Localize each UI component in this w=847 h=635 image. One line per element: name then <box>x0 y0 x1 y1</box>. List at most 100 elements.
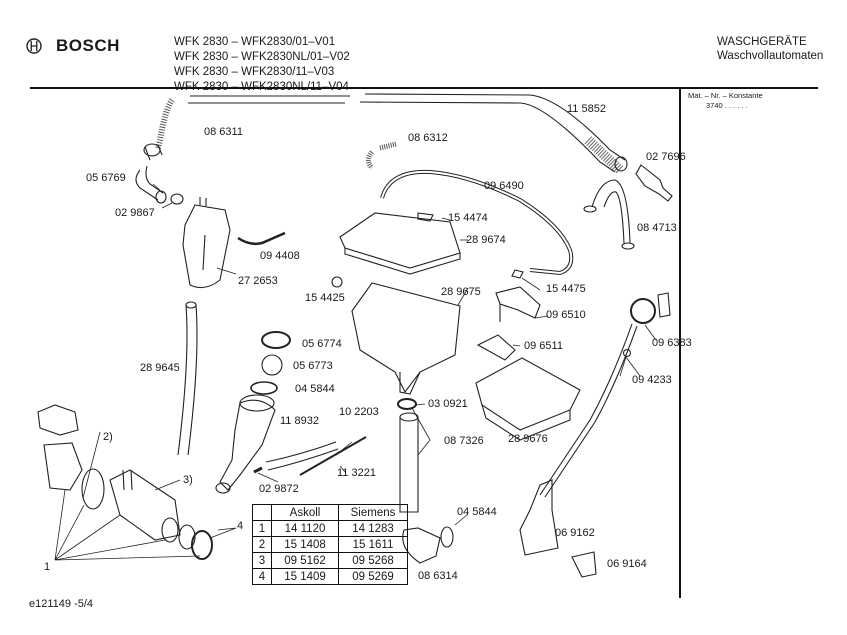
bellows <box>219 399 276 491</box>
clip <box>417 212 434 222</box>
bosch-armature-icon <box>26 38 42 54</box>
part-label: 05 6773 <box>293 360 333 372</box>
hose-holder-arch <box>591 179 631 244</box>
part-label: 08 7326 <box>444 435 484 447</box>
reference-label: 3) <box>183 474 193 486</box>
part-label: 09 6511 <box>524 340 563 352</box>
part-label: 08 6314 <box>418 570 458 582</box>
bottom-elbow <box>402 527 441 564</box>
small-sleeve <box>253 466 263 474</box>
part-label: 04 5844 <box>295 383 335 395</box>
part-label: 28 9675 <box>441 286 481 298</box>
part-label: 09 6490 <box>484 180 524 192</box>
category-subtitle: Waschvollautomaten <box>717 50 824 62</box>
pump-cover <box>37 404 79 436</box>
part-label: 10 2203 <box>339 406 379 418</box>
model-line: WFK 2830 – WFK2830/11–V03 <box>174 66 335 78</box>
cap <box>571 551 597 578</box>
leader-lines <box>54 183 657 561</box>
brand: BOSCH <box>26 36 120 56</box>
hose-clip <box>622 348 632 358</box>
part-label: 02 9872 <box>259 483 299 495</box>
table-cell: 2 <box>252 536 272 553</box>
pump-reference-table: Askoll Siemens 1 14 1120 14 1283 2 15 14… <box>252 504 408 585</box>
part-label: 06 9162 <box>555 527 595 539</box>
brand-name: BOSCH <box>56 36 120 55</box>
part-label: 02 9867 <box>115 207 155 219</box>
pump-housing <box>109 469 181 541</box>
table-cell: 14 1283 <box>338 520 408 537</box>
flap-part <box>476 334 516 361</box>
connector <box>511 269 524 279</box>
table-row: 3 09 5162 09 5268 <box>252 552 408 569</box>
table-header-row: Askoll Siemens <box>252 504 408 521</box>
seal-ring <box>170 193 184 205</box>
overflow-container <box>182 204 231 289</box>
reference-label: 4 <box>237 520 244 532</box>
pressure-switch <box>630 298 656 324</box>
ball <box>261 354 283 376</box>
part-label: 15 4475 <box>546 283 586 295</box>
bracket <box>495 286 541 322</box>
grommet <box>397 398 417 410</box>
detergent-drawer <box>475 357 581 431</box>
reference-label: 2) <box>103 431 113 443</box>
hose-end-fitting <box>143 143 163 161</box>
part-label: 09 6510 <box>546 309 586 321</box>
part-label: 04 5844 <box>457 506 497 518</box>
elbow-pipe-end <box>155 190 167 204</box>
hose-clamp <box>440 526 454 548</box>
switch-bracket <box>657 292 671 318</box>
table-row: 4 15 1409 09 5269 <box>252 568 408 585</box>
part-label: 09 6383 <box>652 337 692 349</box>
model-list: WFK 2830 – WFK2830/01–V01 WFK 2830 – WFK… <box>174 35 350 95</box>
table-row: 1 14 1120 14 1283 <box>252 520 408 537</box>
standpipe <box>399 417 419 513</box>
part-label: 09 4233 <box>632 374 672 386</box>
part-label: 05 6769 <box>86 172 126 184</box>
table-cell: 15 1611 <box>338 536 408 553</box>
filter-oring <box>161 517 179 543</box>
table-cell: 15 1408 <box>271 536 339 553</box>
part-label: 15 4474 <box>448 212 488 224</box>
material-number-label: Mat. – Nr. – Konstante <box>688 91 763 100</box>
table-header-cell <box>252 504 272 521</box>
clamp-ring <box>250 381 278 395</box>
part-label: 28 9674 <box>466 234 506 246</box>
table-row: 2 15 1408 15 1611 <box>252 536 408 553</box>
part-label: 09 4408 <box>260 250 300 262</box>
end-plug <box>635 164 673 202</box>
drawing-id: e121149 -5/4 <box>29 598 94 610</box>
part-label: 28 9645 <box>140 362 180 374</box>
drain-hose <box>155 93 628 174</box>
part-label: 11 3221 <box>337 467 376 479</box>
table-cell: 09 5162 <box>271 552 339 569</box>
pressure-hose <box>539 323 638 498</box>
dispenser-housing <box>351 282 461 394</box>
elbow-pipe <box>135 165 164 201</box>
pump-motor <box>43 442 83 491</box>
table-cell: 09 5269 <box>338 568 408 585</box>
model-line: WFK 2830 – WFK2830NL/01–V02 <box>174 51 350 63</box>
filter-cap <box>191 530 213 560</box>
part-label: 15 4425 <box>305 292 345 304</box>
table-cell: 15 1409 <box>271 568 339 585</box>
category-block: WASCHGERÄTE Waschvollautomaten <box>717 35 823 63</box>
wire-rod <box>299 436 367 476</box>
table-header-cell: Siemens <box>338 504 408 521</box>
category-title: WASCHGERÄTE <box>717 36 807 48</box>
part-label: 03 0921 <box>428 398 468 410</box>
table-cell: 4 <box>252 568 272 585</box>
part-label: 27 2653 <box>238 275 278 287</box>
part-label: 08 6312 <box>408 132 448 144</box>
dispenser-cover <box>339 212 461 269</box>
side-panel-divider <box>679 88 681 598</box>
table-cell: 09 5268 <box>338 552 408 569</box>
part-label: 05 6774 <box>302 338 342 350</box>
table-cell: 1 <box>252 520 272 537</box>
part-label: 11 8932 <box>280 415 319 427</box>
corrugated-elbow <box>366 141 397 170</box>
model-line: WFK 2830 – WFK2830/01–V01 <box>174 36 336 48</box>
part-label: 02 7696 <box>646 151 686 163</box>
small-hose <box>237 231 286 246</box>
